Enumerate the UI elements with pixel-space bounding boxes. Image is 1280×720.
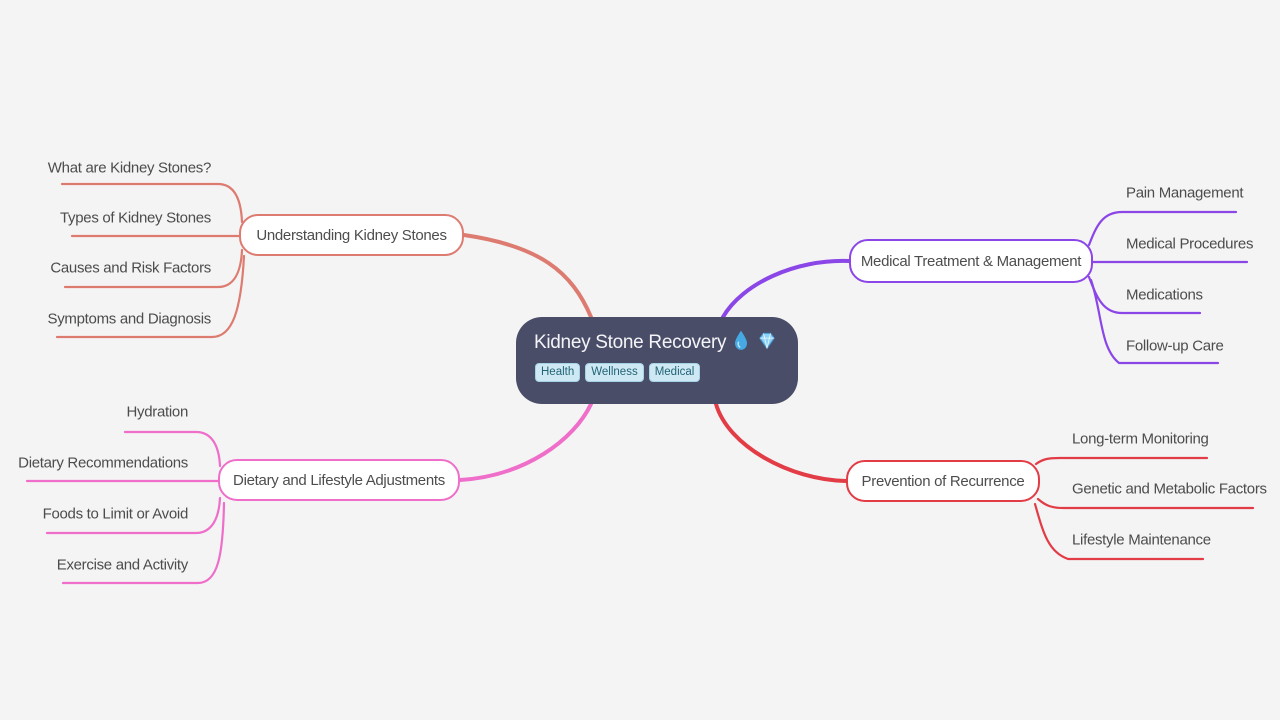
branch-node-medical-treatment[interactable]: Medical Treatment & Management	[849, 239, 1093, 283]
child-underline	[123, 430, 222, 468]
child-underline	[1033, 502, 1205, 561]
child-underline	[1087, 210, 1238, 247]
central-topic-label: Kidney Stone Recovery	[534, 332, 727, 353]
child-topic[interactable]: Pain Management	[1126, 184, 1244, 202]
trunk-link-understanding	[462, 233, 593, 319]
child-underline	[60, 182, 244, 224]
child-topic[interactable]: Genetic and Metabolic Factors	[1072, 480, 1267, 498]
child-underline	[61, 501, 226, 585]
child-underline	[1089, 278, 1220, 365]
child-topic[interactable]: Exercise and Activity	[56, 556, 189, 574]
tag-chip[interactable]: Wellness	[585, 363, 644, 382]
central-title-row: Kidney Stone Recovery	[534, 330, 780, 356]
child-topic[interactable]: Causes and Risk Factors	[50, 259, 211, 277]
child-underline	[1034, 456, 1209, 466]
branch-node-prevention[interactable]: Prevention of Recurrence	[846, 460, 1040, 502]
child-topic[interactable]: Medications	[1126, 286, 1203, 304]
child-underline	[1036, 497, 1255, 510]
child-topic[interactable]: Lifestyle Maintenance	[1072, 531, 1211, 549]
trunk-link-medical-treatment	[721, 258, 851, 319]
child-underline	[45, 496, 222, 535]
child-topic[interactable]: Medical Procedures	[1126, 235, 1254, 253]
branch-node-understanding[interactable]: Understanding Kidney Stones	[239, 214, 464, 256]
child-topic[interactable]: Hydration	[126, 403, 189, 421]
tag-chip[interactable]: Health	[535, 363, 581, 382]
child-underline	[55, 254, 246, 339]
child-topic[interactable]: Foods to Limit or Avoid	[42, 505, 189, 523]
child-underline	[63, 248, 244, 289]
central-topic[interactable]: Kidney Stone Recovery Health Wellness Me…	[516, 317, 798, 404]
child-topic[interactable]: Dietary Recommendations	[18, 454, 188, 472]
branch-node-dietary[interactable]: Dietary and Lifestyle Adjustments	[218, 459, 460, 501]
tag-chip[interactable]: Medical	[648, 363, 701, 382]
child-topic[interactable]: Follow-up Care	[1126, 337, 1224, 355]
trunk-link-dietary	[458, 402, 593, 482]
gem-icon	[756, 330, 778, 356]
child-topic[interactable]: Long-term Monitoring	[1072, 430, 1209, 448]
child-topic[interactable]: Types of Kidney Stones	[60, 209, 211, 227]
trunk-link-prevention	[714, 402, 848, 483]
central-tags-row: Health Wellness Medical	[535, 363, 780, 382]
child-topic[interactable]: What are Kidney Stones?	[47, 159, 212, 177]
child-topic[interactable]: Symptoms and Diagnosis	[47, 310, 212, 328]
droplet-icon	[732, 330, 750, 356]
